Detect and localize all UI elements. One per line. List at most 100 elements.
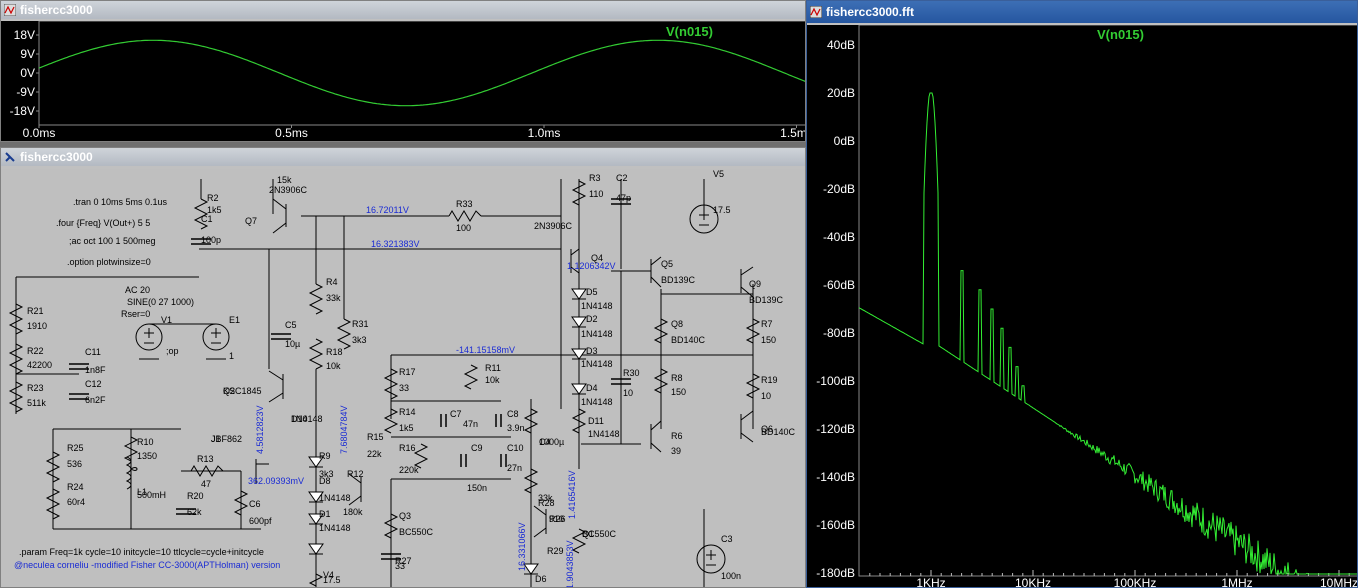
- fft-y-tick: 40dB: [827, 38, 855, 52]
- schematic-component-ref[interactable]: L1: [137, 487, 147, 497]
- schematic-component-ref[interactable]: 51: [1, 161, 11, 171]
- schematic-component-ref[interactable]: D5: [586, 287, 598, 297]
- schematic-component-ref[interactable]: R21: [27, 306, 44, 316]
- schematic-drawing[interactable]: .tran 0 10ms 5ms 0.1us .four {Freq} V(Out…: [1, 161, 806, 588]
- schematic-component-ref[interactable]: R17: [399, 367, 416, 377]
- schematic-component-ref[interactable]: C12: [85, 379, 102, 389]
- schematic-component-ref[interactable]: C5: [285, 320, 297, 330]
- schematic-component-ref[interactable]: R2: [207, 193, 219, 203]
- schematic-component-ref[interactable]: R3: [589, 173, 601, 183]
- schematic-component-ref[interactable]: R26: [549, 514, 566, 524]
- schematic-component-ref[interactable]: R25: [67, 443, 84, 453]
- schematic-component-ref[interactable]: R27: [395, 556, 412, 566]
- schematic-component-value: 10µ: [285, 339, 300, 349]
- schematic-component-ref[interactable]: R13: [197, 454, 214, 464]
- schematic-component-ref[interactable]: V5: [713, 169, 724, 179]
- schematic-component-ref[interactable]: V4: [323, 570, 334, 580]
- schematic-component-ref[interactable]: R8: [671, 373, 683, 383]
- schematic-component-ref[interactable]: R11: [485, 363, 501, 373]
- schematic-component-ref[interactable]: R19: [761, 375, 778, 385]
- schematic-component-ref[interactable]: C2: [616, 173, 628, 183]
- schematic-component-ref[interactable]: C9: [471, 443, 483, 453]
- schematic-component-ref[interactable]: Q6: [761, 424, 773, 434]
- schematic-component-ref[interactable]: C3: [721, 534, 733, 544]
- schematic-component-ref[interactable]: D4: [586, 383, 598, 393]
- schematic-component-ref[interactable]: 15k: [277, 175, 292, 185]
- schematic-component-ref[interactable]: Q7: [245, 216, 257, 226]
- schematic-component-ref[interactable]: R10: [137, 437, 154, 447]
- schematic-component-ref[interactable]: R7: [761, 319, 773, 329]
- schematic-component-value: 220k: [399, 465, 419, 475]
- fft-x-tick: 1MHz: [1221, 576, 1252, 588]
- schematic-component-ref[interactable]: D11: [588, 416, 604, 426]
- schematic-component-ref[interactable]: Q5: [661, 259, 673, 269]
- schematic-component-ref[interactable]: R18: [326, 347, 343, 357]
- schematic-component-ref[interactable]: R30: [623, 368, 640, 378]
- schematic-component-ref[interactable]: R15: [367, 432, 384, 442]
- schematic-component-value: 1N4148: [588, 429, 620, 439]
- schematic-component-ref[interactable]: R12: [347, 469, 364, 479]
- schematic-component-ref[interactable]: R23: [27, 383, 44, 393]
- schematic-component-ref[interactable]: Q4: [591, 253, 603, 263]
- schematic-component-ref[interactable]: C1: [201, 214, 213, 224]
- schematic-component-ref[interactable]: Q3: [399, 511, 411, 521]
- schematic-directive[interactable]: ;ac oct 100 1 500meg: [69, 236, 156, 246]
- schematic-component-ref[interactable]: E1: [229, 315, 240, 325]
- schematic-component-ref[interactable]: C11: [85, 347, 101, 357]
- schematic-component-ref[interactable]: R22: [27, 346, 44, 356]
- schematic-directive[interactable]: .param Freq=1k cycle=10 initcycle=10 ttl…: [19, 547, 264, 557]
- schematic-component-ref[interactable]: D2: [586, 314, 598, 324]
- schematic-component-ref[interactable]: D8: [319, 476, 331, 486]
- schematic-capacitors: [69, 198, 631, 560]
- schematic-component-ref[interactable]: R28: [538, 498, 555, 508]
- schematic-component-ref[interactable]: Q8: [671, 319, 683, 329]
- schematic-component-ref[interactable]: D1: [319, 509, 331, 519]
- schematic-component-ref[interactable]: R29: [547, 546, 564, 556]
- schematic-component-ref[interactable]: R9: [319, 451, 331, 461]
- schematic-voltage-label: 7.6804784V: [339, 405, 349, 454]
- schematic-directive[interactable]: .option plotwinsize=0: [67, 257, 151, 267]
- schematic-directive[interactable]: .tran 0 10ms 5ms 0.1us: [73, 197, 168, 207]
- schematic-component-ref[interactable]: C4: [539, 437, 551, 447]
- waveform-window-titlebar[interactable]: fishercc3000: [1, 1, 805, 19]
- schematic-component-value: 100: [456, 223, 471, 233]
- schematic-component-ref[interactable]: D3: [586, 346, 598, 356]
- schematic-directive[interactable]: @neculea corneliu -modified Fisher CC-30…: [14, 560, 280, 570]
- schematic-sources: [125, 204, 726, 574]
- waveform-app-icon: [3, 3, 17, 17]
- schematic-component-ref[interactable]: V1: [161, 315, 172, 325]
- schematic-component-ref[interactable]: D10: [291, 414, 308, 424]
- schematic-canvas[interactable]: .tran 0 10ms 5ms 0.1us .four {Freq} V(Out…: [1, 161, 806, 588]
- schematic-app-icon: [4, 151, 16, 163]
- schematic-component-value: 39: [671, 446, 681, 456]
- fft-window-titlebar[interactable]: fishercc3000.fft: [807, 1, 1357, 23]
- schematic-component-ref[interactable]: D6: [535, 574, 547, 584]
- schematic-component-ref[interactable]: R16: [399, 443, 416, 453]
- schematic-component-ref[interactable]: C7: [450, 409, 462, 419]
- schematic-window[interactable]: fishercc3000: [0, 147, 806, 588]
- schematic-component-value: 10: [761, 391, 771, 401]
- schematic-component-ref[interactable]: C8: [507, 409, 519, 419]
- fft-y-tick: -160dB: [816, 518, 855, 532]
- schematic-component-ref[interactable]: R14: [399, 407, 416, 417]
- schematic-component-ref[interactable]: Q1: [582, 529, 594, 539]
- schematic-component-ref[interactable]: C6: [249, 499, 261, 509]
- schematic-component-ref[interactable]: J1: [211, 434, 221, 444]
- schematic-component-ref[interactable]: R31: [352, 319, 369, 329]
- schematic-component-value: 1350: [137, 451, 157, 461]
- schematic-component-ref[interactable]: R4: [326, 277, 338, 287]
- schematic-component-ref[interactable]: R20: [187, 491, 204, 501]
- schematic-component-ref[interactable]: R6: [671, 431, 683, 441]
- schematic-directive[interactable]: .four {Freq} V(Out+) 5 5: [56, 218, 150, 228]
- schematic-component-ref[interactable]: R24: [67, 482, 84, 492]
- schematic-component-ref[interactable]: R33: [456, 199, 473, 209]
- schematic-window-titlebar[interactable]: fishercc3000: [1, 148, 805, 166]
- schematic-component-ref[interactable]: Q2: [223, 386, 235, 396]
- schematic-component-ref[interactable]: C10: [507, 443, 524, 453]
- schematic-component-value: 1910: [27, 321, 47, 331]
- schematic-component-ref[interactable]: Q9: [749, 279, 761, 289]
